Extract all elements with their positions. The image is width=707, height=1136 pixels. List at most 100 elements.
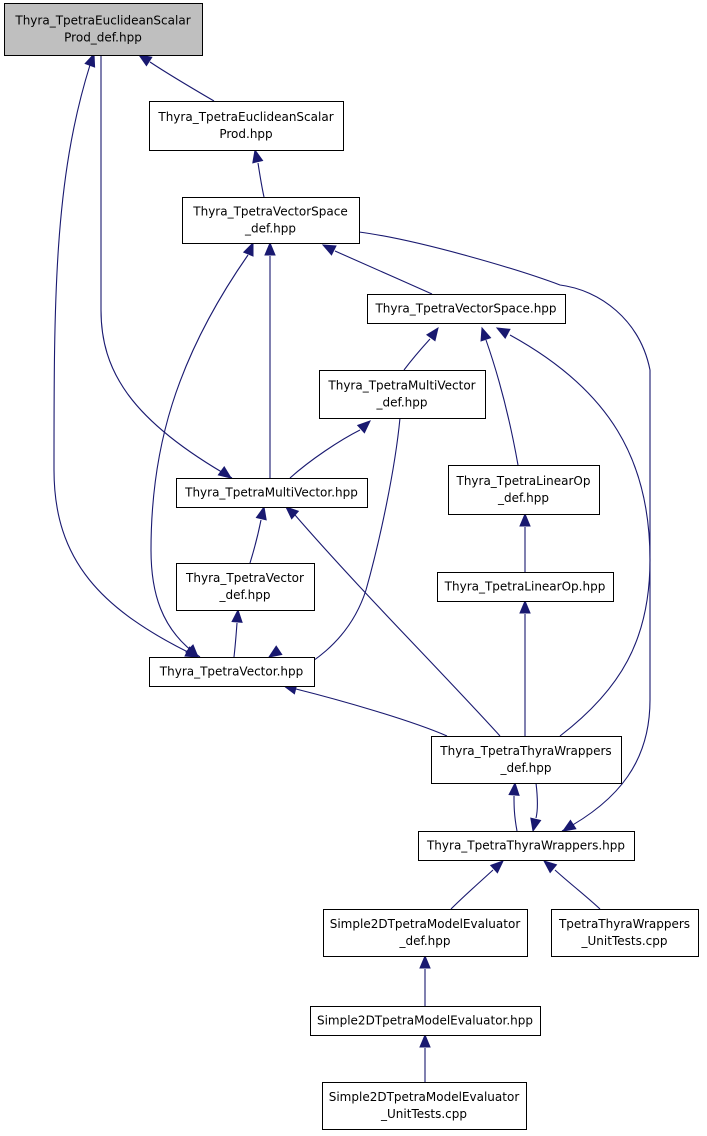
node-label-line: _def.hpp [398, 934, 450, 948]
node-box [4, 3, 203, 56]
arrow-head-n7-to-n5 [519, 512, 531, 527]
edge-n10-to-n9 [295, 688, 448, 737]
node-n7[interactable]: Thyra_TpetraLinearOp.hpp [437, 572, 614, 602]
node-box [322, 1082, 527, 1130]
arrow-head-n10-to-n11 [530, 817, 542, 833]
node-box [367, 294, 566, 324]
edge-n5-to-n3 [485, 339, 519, 466]
node-label-line: Thyra_TpetraMultiVector [327, 379, 475, 393]
edge-n4-to-n3 [403, 338, 431, 371]
node-label-line: _def.hpp [375, 396, 427, 410]
nodes-layer: Thyra_TpetraEuclideanScalarProd_def.hppT… [4, 3, 699, 1130]
node-box [323, 909, 528, 957]
edge-n2-to-n1 [257, 162, 265, 198]
node-label-line: Thyra_TpetraVectorSpace [192, 205, 347, 219]
edges-layer [53, 52, 651, 1083]
node-box [310, 1006, 541, 1036]
node-box [182, 197, 360, 244]
arrow-head-n9-to-n0 [84, 52, 96, 68]
edge-n10-to-n3 [509, 334, 651, 737]
edge-n1-to-n0 [149, 61, 215, 102]
arrow-head-n10-to-n7 [519, 599, 531, 614]
node-label-line: _def.hpp [497, 491, 549, 505]
node-label-line: Thyra_TpetraMultiVector.hpp [184, 486, 358, 500]
node-n8[interactable]: Thyra_TpetraVector _def.hpp [176, 563, 315, 611]
node-label-line: Prod_def.hpp [64, 31, 142, 45]
node-box [149, 657, 315, 687]
edge-n13-to-n11 [554, 869, 601, 910]
node-label-line: Thyra_TpetraLinearOp.hpp [444, 580, 606, 594]
arrow-head-n1-to-n0 [137, 54, 153, 67]
edge-n6-to-n0 [100, 55, 233, 479]
node-box [418, 831, 635, 861]
node-box [176, 563, 315, 611]
node-label-line: Thyra_TpetraEuclideanScalar [14, 14, 190, 28]
node-label-line: Thyra_TpetraThyraWrappers [439, 744, 611, 758]
arrow-head-n13-to-n11 [542, 860, 558, 874]
node-n15[interactable]: Simple2DTpetraModelEvaluator _UnitTests.c… [322, 1082, 527, 1130]
arrow-head-n10-to-n3 [495, 327, 511, 339]
node-n5[interactable]: Thyra_TpetraLinearOp _def.hpp [448, 465, 600, 515]
node-n6[interactable]: Thyra_TpetraMultiVector.hpp [176, 478, 368, 508]
node-label-line: _UnitTests.cpp [380, 1107, 467, 1121]
node-n14[interactable]: Simple2DTpetraModelEvaluator.hpp [310, 1006, 541, 1036]
arrow-head-n12-to-n11 [489, 860, 504, 874]
arrow-head-n5-to-n3 [480, 326, 492, 342]
node-n10[interactable]: Thyra_TpetraThyraWrappers _def.hpp [431, 736, 622, 784]
arrow-head-n4-to-n3 [425, 326, 439, 342]
node-label-line: _def.hpp [218, 588, 270, 602]
node-n3[interactable]: Thyra_TpetraVectorSpace.hpp [367, 294, 566, 324]
node-label-line: TpetraThyraWrappers [558, 917, 690, 931]
node-label-line: _def.hpp [499, 761, 551, 775]
node-label-line: Prod.hpp [219, 127, 272, 141]
arrow-head-n6-to-n4 [356, 420, 371, 434]
arrow-head-n15-to-n14 [419, 1033, 431, 1048]
node-label-line: Thyra_TpetraVectorSpace.hpp [374, 302, 556, 316]
node-n2[interactable]: Thyra_TpetraVectorSpace _def.hpp [182, 197, 360, 244]
edge-n6-to-n4 [289, 429, 361, 479]
node-label-line: _def.hpp [244, 222, 296, 236]
arrow-head-extra-4 [267, 645, 283, 658]
node-n4[interactable]: Thyra_TpetraMultiVector _def.hpp [319, 370, 486, 419]
edge-n11-to-n2 [358, 231, 651, 832]
node-box [437, 572, 614, 602]
node-label-line: Thyra_TpetraVector [185, 571, 304, 585]
arrow-head-n11-to-n10 [508, 781, 520, 796]
node-label-line: _UnitTests.cpp [581, 934, 668, 948]
arrow-head-n2-to-n1 [252, 148, 264, 164]
arrow-head-n10-to-n6 [285, 506, 300, 520]
node-box [149, 101, 344, 151]
arrow-head-n9-to-n2 [242, 241, 254, 257]
edge-n10-to-n11 [535, 782, 539, 819]
arrow-head-extra-3 [561, 819, 577, 832]
arrow-head-extra-2 [185, 644, 199, 658]
node-n9[interactable]: Thyra_TpetraVector.hpp [149, 657, 315, 687]
arrow-head-n3-to-n2 [321, 244, 337, 256]
node-label-line: Thyra_TpetraThyraWrappers.hpp [426, 839, 625, 853]
edge-n11-to-n10 [513, 795, 518, 832]
node-box [448, 465, 600, 515]
node-n11[interactable]: Thyra_TpetraThyraWrappers.hpp [418, 831, 635, 861]
edge-n8-to-n6 [249, 519, 262, 564]
edge-n9-to-n0 [53, 64, 199, 658]
node-n12[interactable]: Simple2DTpetraModelEvaluator _def.hpp [323, 909, 528, 957]
edge-n9-to-n8 [233, 622, 238, 658]
node-label-line: Simple2DTpetraModelEvaluator [330, 917, 521, 931]
arrow-head-n6-to-n2 [264, 241, 276, 256]
arrow-head-n14-to-n12 [419, 954, 431, 969]
arrow-head-extra-0 [217, 465, 233, 479]
node-label-line: Simple2DTpetraModelEvaluator.hpp [317, 1014, 533, 1028]
node-box [176, 478, 368, 508]
arrow-head-n9-to-n8 [231, 608, 243, 623]
node-label-line: Simple2DTpetraModelEvaluator [329, 1090, 520, 1104]
edge-n12-to-n11 [450, 869, 494, 910]
edge-n9-to-n4 [261, 417, 401, 687]
edge-n3-to-n2 [334, 250, 433, 295]
node-label-line: Thyra_TpetraVector.hpp [159, 665, 303, 679]
node-box [431, 736, 622, 784]
node-label-line: Thyra_TpetraLinearOp [455, 474, 590, 488]
node-n13[interactable]: TpetraThyraWrappers _UnitTests.cpp [551, 909, 699, 957]
